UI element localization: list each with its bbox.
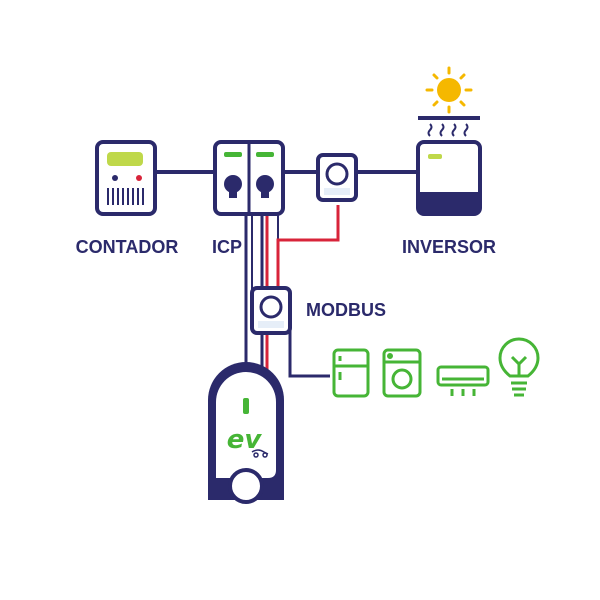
washing-machine-icon: [382, 348, 422, 398]
air-conditioner-icon: [436, 365, 490, 396]
meter-box: [95, 140, 157, 216]
light-bulb-icon: [498, 337, 540, 397]
fridge-icon: [332, 348, 370, 398]
sun-icon: [425, 66, 473, 114]
meter-label: CONTADOR: [76, 237, 179, 257]
upper-current-clamp: [316, 153, 358, 202]
solar-panel: [418, 116, 480, 137]
inverter-label: INVERSOR: [402, 237, 496, 257]
ev-charger-icon: ev: [208, 362, 284, 504]
modbus-label: MODBUS: [306, 300, 386, 320]
icp-label: ICP: [212, 237, 242, 257]
modbus-signal-wire: [276, 205, 340, 288]
modbus-meter: [250, 286, 292, 335]
inverter-box: [416, 140, 482, 216]
icp-breaker: [213, 140, 285, 216]
